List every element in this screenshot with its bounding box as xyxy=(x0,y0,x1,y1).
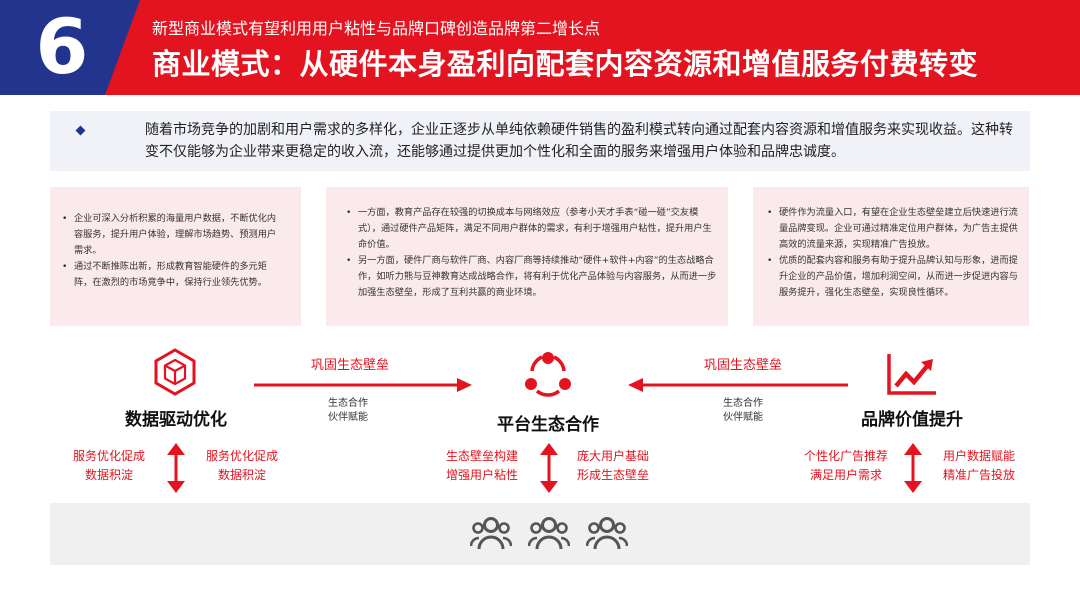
benefit-left-b: 服务优化促成 数据积淀 xyxy=(197,447,287,485)
benefit-right-a: 个性化广告推荐 满足用户需求 xyxy=(796,447,896,485)
benefit-line: 数据积淀 xyxy=(84,468,133,482)
arrow-sub-line: 伙伴赋能 xyxy=(328,412,368,423)
card-bullet: 一方面，教育产品存在较强的切换成本与网络效应（参考小天才手表“碰一碰”交友模式）… xyxy=(346,205,718,253)
double-arrow-vertical-icon xyxy=(904,443,922,493)
users-group-icon xyxy=(470,517,512,550)
benefit-line: 满足用户需求 xyxy=(809,468,882,482)
arrow-left-icon xyxy=(628,378,848,392)
intro-text: 随着市场竞争的加剧和用户需求的多样化，企业正逐步从单纯依赖硬件销售的盈利模式转向… xyxy=(145,122,1013,160)
card-brand-value: 硬件作为流量入口，有望在企业生态壁垒建立后快速进行流量品牌变现。企业可通过精准定… xyxy=(753,187,1029,326)
card-bullet: 硬件作为流量入口，有望在企业生态壁垒建立后快速进行流量品牌变现。企业可通过精准定… xyxy=(767,205,1023,253)
card-bullet: 企业可深入分析积累的海量用户数据，不断优化内容服务，提升用户体验，理解市场趋势、… xyxy=(62,211,284,259)
page-title: 商业模式：从硬件本身盈利向配套内容资源和增值服务付费转变 xyxy=(152,47,979,81)
intro-box: 随着市场竞争的加剧和用户需求的多样化，企业正逐步从单纯依赖硬件销售的盈利模式转向… xyxy=(50,111,1030,171)
header-banner xyxy=(0,0,1080,95)
benefit-line: 增强用户粘性 xyxy=(445,468,518,482)
benefit-line: 用户数据赋能 xyxy=(942,449,1015,463)
node-label-brand-value: 品牌价值提升 xyxy=(861,410,963,430)
share-network-icon xyxy=(525,352,571,397)
section-number: 6 xyxy=(35,2,89,91)
cube-icon xyxy=(154,348,196,396)
arrow-sub-line: 生态合作 xyxy=(328,398,368,409)
double-arrow-vertical-icon xyxy=(540,443,558,493)
benefit-line: 服务优化促成 xyxy=(205,449,278,463)
page-subtitle: 新型商业模式有望利用用户粘性与品牌口碑创造品牌第二增长点 xyxy=(152,19,601,38)
benefit-line: 数据积淀 xyxy=(217,468,266,482)
users-bar xyxy=(50,503,1030,565)
benefit-line: 个性化广告推荐 xyxy=(803,449,888,463)
arrow-sub-line: 伙伴赋能 xyxy=(723,412,763,423)
benefit-line: 形成生态壁垒 xyxy=(576,468,649,482)
arrow-sub-right: 生态合作 伙伴赋能 xyxy=(705,397,781,425)
benefit-right-b: 用户数据赋能 精准广告投放 xyxy=(934,447,1024,485)
benefit-center-b: 庞大用户基础 形成生态壁垒 xyxy=(568,447,658,485)
users-group-icon xyxy=(586,517,628,550)
arrow-right-icon xyxy=(254,378,472,392)
users-group-icon xyxy=(528,517,570,550)
node-label-data-driven: 数据驱动优化 xyxy=(125,410,227,430)
card-platform-ecosystem: 一方面，教育产品存在较强的切换成本与网络效应（参考小天才手表“碰一碰”交友模式）… xyxy=(326,187,728,326)
card-bullet: 另一方面，硬件厂商与软件厂商、内容厂商等持续推动“硬件+软件+内容”的生态战略合… xyxy=(346,253,718,301)
card-data-driven: 企业可深入分析积累的海量用户数据，不断优化内容服务，提升用户体验，理解市场趋势、… xyxy=(50,187,301,326)
benefit-left-a: 服务优化促成 数据积淀 xyxy=(64,447,154,485)
benefit-line: 生态壁垒构建 xyxy=(445,449,518,463)
benefit-center-a: 生态壁垒构建 增强用户粘性 xyxy=(437,447,527,485)
growth-chart-icon xyxy=(887,354,936,395)
benefit-line: 庞大用户基础 xyxy=(576,449,649,463)
arrow-label-right: 巩固生态壁垒 xyxy=(703,358,782,373)
node-label-platform: 平台生态合作 xyxy=(497,415,599,435)
benefit-line: 服务优化促成 xyxy=(72,449,145,463)
card-bullet: 优质的配套内容和服务有助于提升品牌认知与形象，进而提升企业的产品价值，增加利润空… xyxy=(767,253,1023,301)
double-arrow-vertical-icon xyxy=(167,443,185,493)
card-bullet: 通过不断推陈出新，形成教育智能硬件的多元矩阵，在激烈的市场竞争中，保持行业领先优… xyxy=(62,259,284,291)
arrow-sub-left: 生态合作 伙伴赋能 xyxy=(310,397,386,425)
diamond-bullet-icon xyxy=(75,125,86,136)
arrow-label-left: 巩固生态壁垒 xyxy=(310,358,389,373)
arrow-sub-line: 生态合作 xyxy=(723,398,763,409)
benefit-line: 精准广告投放 xyxy=(942,468,1015,482)
